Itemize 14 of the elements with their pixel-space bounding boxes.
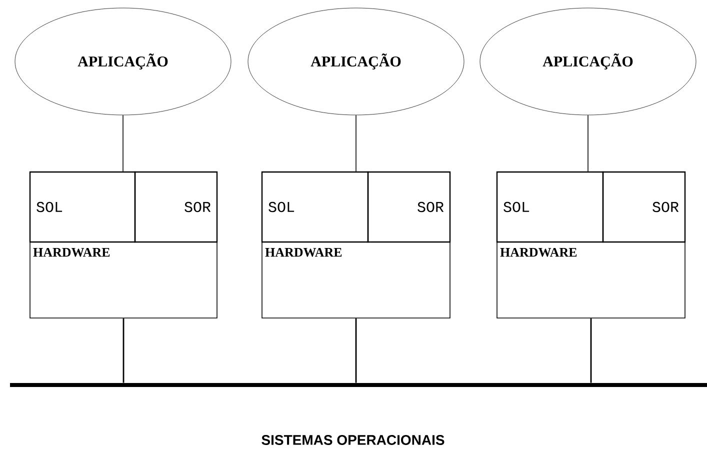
connector-line [122, 318, 124, 383]
sol-box: SOL [261, 171, 369, 243]
hardware-box: HARDWARE [262, 242, 450, 318]
sol-box: SOL [496, 171, 604, 243]
caption: SISTEMAS OPERACIONAIS [262, 435, 444, 445]
hardware-box: HARDWARE [496, 242, 686, 318]
sor-box: SOR [134, 171, 218, 243]
hardware-box: HARDWARE [30, 242, 218, 318]
sor-box: SOR [602, 171, 686, 243]
connector-line [355, 318, 357, 383]
connector-line [122, 114, 124, 172]
sor-box: SOR [367, 171, 451, 243]
sol-box: SOL [29, 171, 136, 243]
connector-line [590, 318, 592, 383]
